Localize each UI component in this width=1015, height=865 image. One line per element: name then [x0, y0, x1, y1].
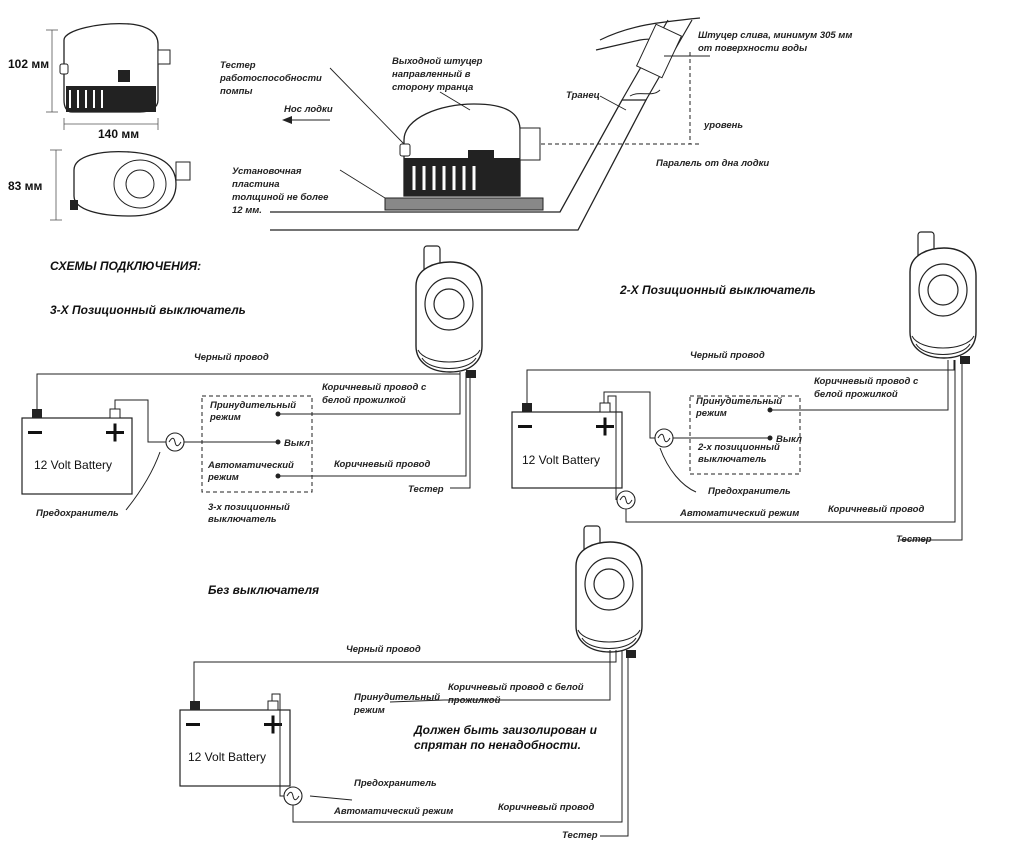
auto-no-switch: Автоматический режим: [333, 806, 453, 817]
off-3pos: Выкл: [284, 438, 310, 449]
title-no-switch: Без выключателя: [208, 583, 319, 597]
black-wire-3pos: Черный провод: [194, 352, 269, 363]
dimension-lines: [46, 29, 159, 221]
fuse-no-switch: Предохранитель: [354, 778, 437, 789]
battery-label-no-switch: 12 Volt Battery: [188, 750, 266, 764]
fuse-2pos: Предохранитель: [708, 486, 791, 497]
label-level: уровень: [703, 120, 743, 131]
battery-2pos: [511, 402, 623, 489]
battery-3pos: [21, 408, 133, 495]
black-wire-2pos: Черный провод: [690, 350, 765, 361]
pump-3pos: [415, 245, 483, 379]
tester-3pos: Тестер: [408, 484, 444, 495]
title-2pos: 2-Х Позиционный выключатель: [619, 283, 816, 297]
brown-wire-no-switch: Коричневый провод: [498, 802, 594, 813]
black-wire-no-switch: Черный провод: [346, 644, 421, 655]
leader-lines: [282, 67, 627, 199]
pump-top-view: [70, 150, 191, 217]
section-title: СХЕМЫ ПОДКЛЮЧЕНИЯ:: [50, 259, 201, 273]
brown-wire-2pos: Коричневый провод: [828, 504, 924, 515]
width-dimension: 83 мм: [8, 179, 43, 193]
height-dimension: 102 мм: [8, 57, 49, 71]
scheme-2pos: 2-Х Позиционный выключатель 12 Volt Batt…: [511, 231, 977, 545]
length-dimension: 140 мм: [98, 127, 139, 141]
battery-label-3pos: 12 Volt Battery: [34, 458, 112, 472]
tester-2pos: Тестер: [896, 534, 932, 545]
brown-wire-3pos: Коричневый провод: [334, 459, 430, 470]
boat-hull: [270, 0, 720, 231]
fuse-3pos: Предохранитель: [36, 508, 119, 519]
pump-2pos: [909, 231, 977, 365]
scheme-3pos: 3-Х Позиционный выключатель 12 Volt Batt…: [21, 245, 483, 525]
battery-label-2pos: 12 Volt Battery: [522, 453, 600, 467]
title-3pos: 3-Х Позиционный выключатель: [50, 303, 246, 317]
tester-no-switch: Тестер: [562, 830, 598, 841]
pump-side-view: [59, 23, 171, 113]
pump-no-switch: [575, 525, 643, 659]
label-parallel: Паралель от дна лодки: [656, 158, 769, 169]
label-nose: Нос лодки: [284, 104, 333, 115]
auto-2pos: Автоматический режим: [679, 508, 799, 519]
pump-installed: [384, 103, 544, 211]
off-2pos: Выкл: [776, 434, 802, 445]
battery-no-switch: [179, 700, 291, 787]
scheme-no-switch: Без выключателя 12 Volt Battery Черный п…: [179, 525, 643, 841]
label-transom: Транец: [566, 90, 600, 101]
